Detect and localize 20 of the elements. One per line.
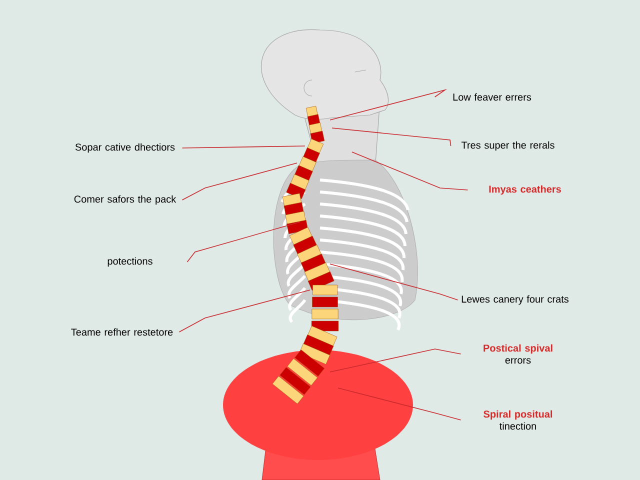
callout-label: Sopar cative dhectiors <box>75 143 175 153</box>
callout-label: Imyas ceathers <box>489 185 561 195</box>
callout-label: Teame refher restetore <box>71 328 173 336</box>
leader-line <box>186 222 300 262</box>
leader-line <box>338 388 462 420</box>
callout-label: Lewes canery four crats <box>462 295 569 305</box>
callout-label: Tres super the rerals <box>461 141 554 151</box>
callout-label: Spiral positual tinection <box>484 410 552 430</box>
leader-line <box>182 162 298 200</box>
callout-label: Low feaver errers <box>453 93 532 101</box>
leader-line <box>330 264 458 300</box>
callout-label: Postical spival errors <box>484 344 552 364</box>
leader-line <box>182 146 306 148</box>
leader-line <box>330 348 462 372</box>
callout-label: Comer safors the pack <box>74 195 176 205</box>
leader-line <box>330 89 448 120</box>
leader-line <box>178 290 310 332</box>
leader-line <box>332 128 452 146</box>
callout-label: potections <box>108 257 152 267</box>
leader-line <box>352 152 468 190</box>
